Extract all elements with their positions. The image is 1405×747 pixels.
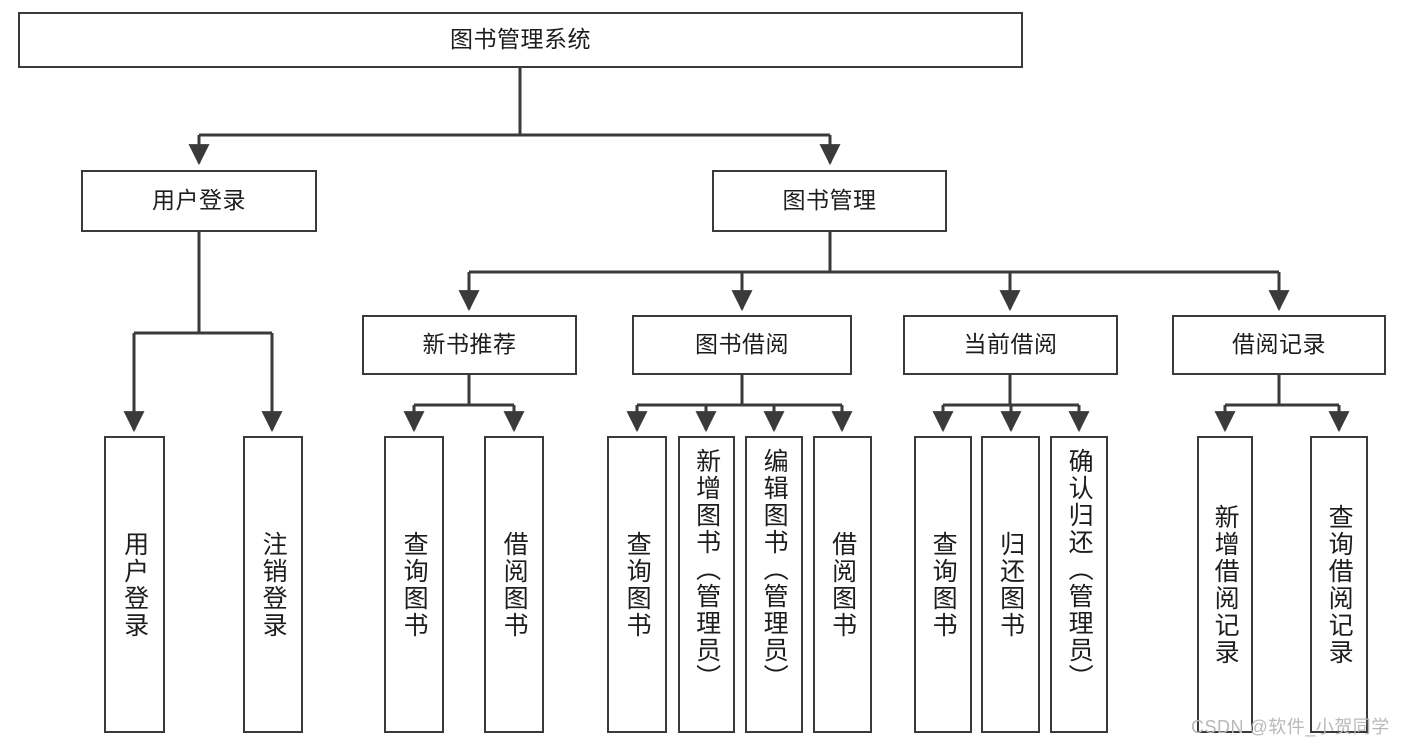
node-leaf-query-record[interactable]: 查询借阅记录 bbox=[1310, 436, 1368, 733]
node-book-borrow[interactable]: 图书借阅 bbox=[632, 315, 852, 375]
node-borrow-record-label: 借阅记录 bbox=[1232, 331, 1326, 358]
node-user-login-label: 用户登录 bbox=[152, 187, 246, 214]
watermark-text: CSDN @软件_小贺同学 bbox=[1191, 717, 1390, 737]
node-new-book-recommend[interactable]: 新书推荐 bbox=[362, 315, 577, 375]
node-leaf-query-book-2-label: 查询图书 bbox=[623, 530, 652, 639]
node-root-label: 图书管理系统 bbox=[450, 26, 591, 53]
node-leaf-query-book-3-label: 查询图书 bbox=[929, 530, 958, 639]
node-leaf-borrow-book-2-label: 借阅图书 bbox=[828, 530, 857, 639]
node-leaf-borrow-book-2[interactable]: 借阅图书 bbox=[813, 436, 872, 733]
node-borrow-record[interactable]: 借阅记录 bbox=[1172, 315, 1386, 375]
node-leaf-user-login-label: 用户登录 bbox=[120, 530, 149, 639]
node-leaf-confirm-return-label: 确认归还（管理员） bbox=[1065, 448, 1094, 691]
node-leaf-edit-book-label: 编辑图书（管理员） bbox=[760, 448, 789, 691]
node-leaf-add-record[interactable]: 新增借阅记录 bbox=[1197, 436, 1253, 733]
node-leaf-borrow-book-1[interactable]: 借阅图书 bbox=[484, 436, 544, 733]
node-leaf-add-book-label: 新增图书（管理员） bbox=[692, 448, 721, 691]
node-leaf-logout-login[interactable]: 注销登录 bbox=[243, 436, 303, 733]
node-leaf-add-record-label: 新增借阅记录 bbox=[1211, 503, 1240, 666]
node-leaf-query-book-2[interactable]: 查询图书 bbox=[607, 436, 667, 733]
node-leaf-return-book[interactable]: 归还图书 bbox=[981, 436, 1040, 733]
node-leaf-logout-login-label: 注销登录 bbox=[259, 530, 288, 639]
node-leaf-query-record-label: 查询借阅记录 bbox=[1325, 503, 1354, 666]
node-book-borrow-label: 图书借阅 bbox=[695, 331, 789, 358]
node-leaf-query-book-3[interactable]: 查询图书 bbox=[914, 436, 972, 733]
node-current-borrow-label: 当前借阅 bbox=[963, 331, 1058, 358]
node-leaf-borrow-book-1-label: 借阅图书 bbox=[500, 530, 529, 639]
node-leaf-add-book[interactable]: 新增图书（管理员） bbox=[678, 436, 735, 733]
node-user-login[interactable]: 用户登录 bbox=[81, 170, 317, 232]
node-book-manage-label: 图书管理 bbox=[782, 187, 877, 214]
node-leaf-edit-book[interactable]: 编辑图书（管理员） bbox=[745, 436, 803, 733]
node-leaf-confirm-return[interactable]: 确认归还（管理员） bbox=[1050, 436, 1108, 733]
node-new-book-recommend-label: 新书推荐 bbox=[422, 331, 517, 358]
node-leaf-query-book-1-label: 查询图书 bbox=[400, 530, 429, 639]
node-leaf-return-book-label: 归还图书 bbox=[996, 530, 1025, 639]
node-current-borrow[interactable]: 当前借阅 bbox=[903, 315, 1118, 375]
node-leaf-query-book-1[interactable]: 查询图书 bbox=[384, 436, 444, 733]
node-root[interactable]: 图书管理系统 bbox=[18, 12, 1023, 68]
node-leaf-user-login[interactable]: 用户登录 bbox=[104, 436, 165, 733]
node-book-manage[interactable]: 图书管理 bbox=[712, 170, 947, 232]
